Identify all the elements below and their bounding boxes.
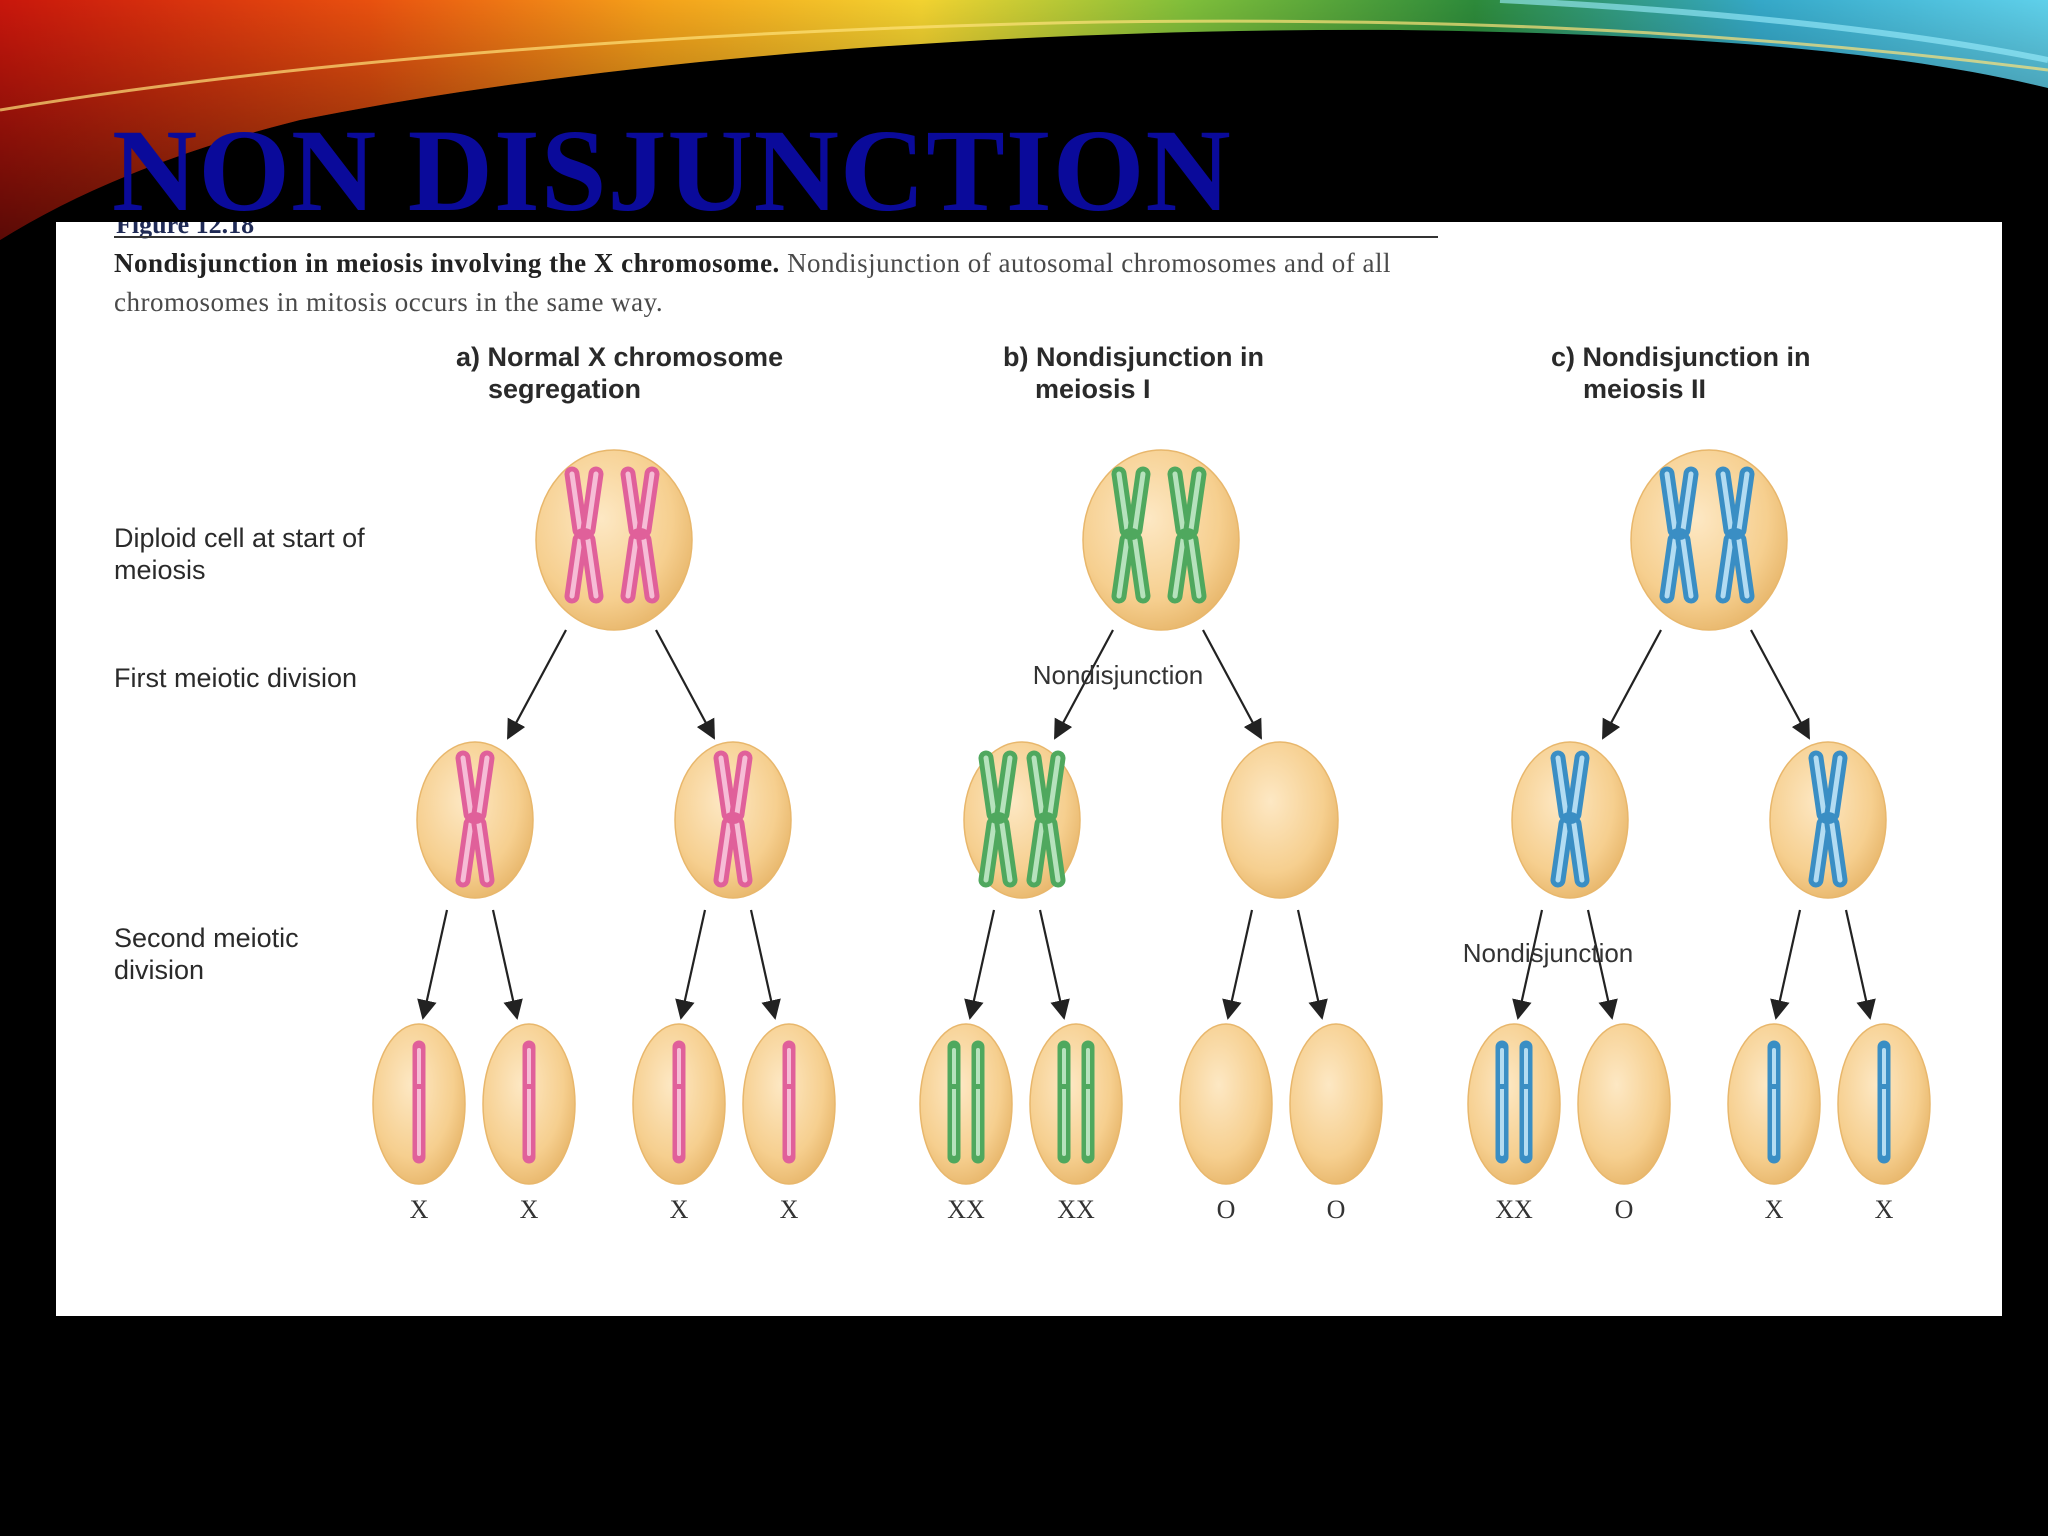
panel-a-genotype: X — [670, 1195, 689, 1224]
panel-a-chromatid — [672, 1040, 686, 1164]
panel-b-genotype: XX — [1057, 1195, 1095, 1224]
panel-a-x-chromosome — [713, 750, 753, 888]
panel-b-x-chromosome — [978, 750, 1018, 888]
caption-bold: Nondisjunction in meiosis involving the … — [114, 248, 780, 278]
panel-c-genotype: XX — [1495, 1195, 1533, 1224]
figure-caption: Nondisjunction in meiosis involving the … — [114, 244, 1444, 322]
panel-b-chromatid — [971, 1040, 985, 1164]
row-label-diploid: meiosis — [114, 555, 206, 585]
caption-rule — [114, 236, 1438, 238]
panel-c-arrow — [1844, 909, 1876, 1020]
panel-b-gamete-cell — [1179, 1023, 1273, 1185]
panel-c-diploid-cell — [1630, 449, 1788, 631]
row-label-second-division: division — [114, 955, 204, 985]
panel-b-chromatid — [1057, 1040, 1071, 1164]
row-label-second-division: Second meiotic — [114, 923, 299, 953]
panel-b-arrow — [1222, 909, 1254, 1020]
panel-c-title: meiosis II — [1583, 374, 1706, 404]
row-label-first-division: First meiotic division — [114, 663, 357, 693]
panel-b-arrow — [1054, 629, 1114, 740]
panel-c-genotype: X — [1765, 1195, 1784, 1224]
caption-text: Nondisjunction of autosomal chromosomes … — [114, 248, 1391, 317]
panel-b-gamete-cell — [919, 1023, 1013, 1185]
slide-banner-decoration — [0, 0, 2048, 240]
panel-b-arrow — [1202, 629, 1262, 740]
panel-c-chromatid — [1495, 1040, 1509, 1164]
panel-a-title: segregation — [488, 374, 641, 404]
panel-b-secondary-cell — [1221, 741, 1339, 899]
panel-c-x-chromosome — [1659, 466, 1699, 604]
panel-c-chromatid — [1519, 1040, 1533, 1164]
panel-b-x-chromosome — [1111, 466, 1151, 604]
panel-c-chromatid — [1877, 1040, 1891, 1164]
panel-c-arrow — [1770, 909, 1802, 1020]
panel-a-chromatid — [412, 1040, 426, 1164]
nondisjunction-label-meiosis-2: Nondisjunction — [1463, 938, 1634, 968]
panel-c-arrow — [1750, 629, 1810, 740]
panel-c-gamete-cell — [1577, 1023, 1671, 1185]
panel-c-chromatid — [1767, 1040, 1781, 1164]
panel-a-arrow — [749, 909, 781, 1020]
panel-a-title: a) Normal X chromosome — [456, 342, 783, 372]
slide-title: NON DISJUNCTION — [112, 105, 1232, 236]
panel-b-x-chromosome — [1026, 750, 1066, 888]
panel-c-genotype: X — [1875, 1195, 1894, 1224]
figure-label: Figure 12.18 — [116, 222, 255, 239]
panel-a-arrow — [675, 909, 707, 1020]
panel-b-arrow — [1038, 909, 1070, 1020]
panel-b-title: b) Nondisjunction in — [1003, 342, 1264, 372]
panel-b-arrow — [964, 909, 996, 1020]
nondisjunction-label-meiosis-1: Nondisjunction — [1033, 660, 1204, 690]
panel-a-x-chromosome — [620, 466, 660, 604]
panel-c-gamete-cell — [1467, 1023, 1561, 1185]
panel-c-arrow — [1586, 909, 1618, 1020]
panel-b-gamete-cell — [1029, 1023, 1123, 1185]
panel-c-x-chromosome — [1550, 750, 1590, 888]
panel-c-arrow — [1512, 909, 1544, 1020]
panel-b-diploid-cell — [1082, 449, 1240, 631]
panel-b-genotype: O — [1217, 1195, 1236, 1224]
panel-a-x-chromosome — [455, 750, 495, 888]
panel-a-genotype: X — [780, 1195, 799, 1224]
panel-c-x-chromosome — [1715, 466, 1755, 604]
panel-b-x-chromosome — [1167, 466, 1207, 604]
panel-a-arrow — [417, 909, 449, 1020]
panel-a-arrow — [655, 629, 715, 740]
panel-b-genotype: XX — [947, 1195, 985, 1224]
panel-a-genotype: X — [410, 1195, 429, 1224]
panel-a-chromatid — [522, 1040, 536, 1164]
row-label-diploid: Diploid cell at start of — [114, 523, 365, 553]
panel-a-diploid-cell — [535, 449, 693, 631]
panel-a-genotype: X — [520, 1195, 539, 1224]
panel-b-gamete-cell — [1289, 1023, 1383, 1185]
panel-c-genotype: O — [1615, 1195, 1634, 1224]
panel-a-arrow — [491, 909, 523, 1020]
panel-b-genotype: O — [1327, 1195, 1346, 1224]
panel-b-arrow — [1296, 909, 1328, 1020]
panel-c-x-chromosome — [1808, 750, 1848, 888]
panel-b-chromatid — [947, 1040, 961, 1164]
panel-c-arrow — [1602, 629, 1662, 740]
panel-c-title: c) Nondisjunction in — [1551, 342, 1810, 372]
panel-a-chromatid — [782, 1040, 796, 1164]
figure-panel: Figure 12.18 Nondisjunction in meiosis i… — [56, 222, 2002, 1316]
panel-a-arrow — [507, 629, 567, 740]
panel-a-x-chromosome — [564, 466, 604, 604]
panel-b-chromatid — [1081, 1040, 1095, 1164]
panel-b-title: meiosis I — [1035, 374, 1151, 404]
